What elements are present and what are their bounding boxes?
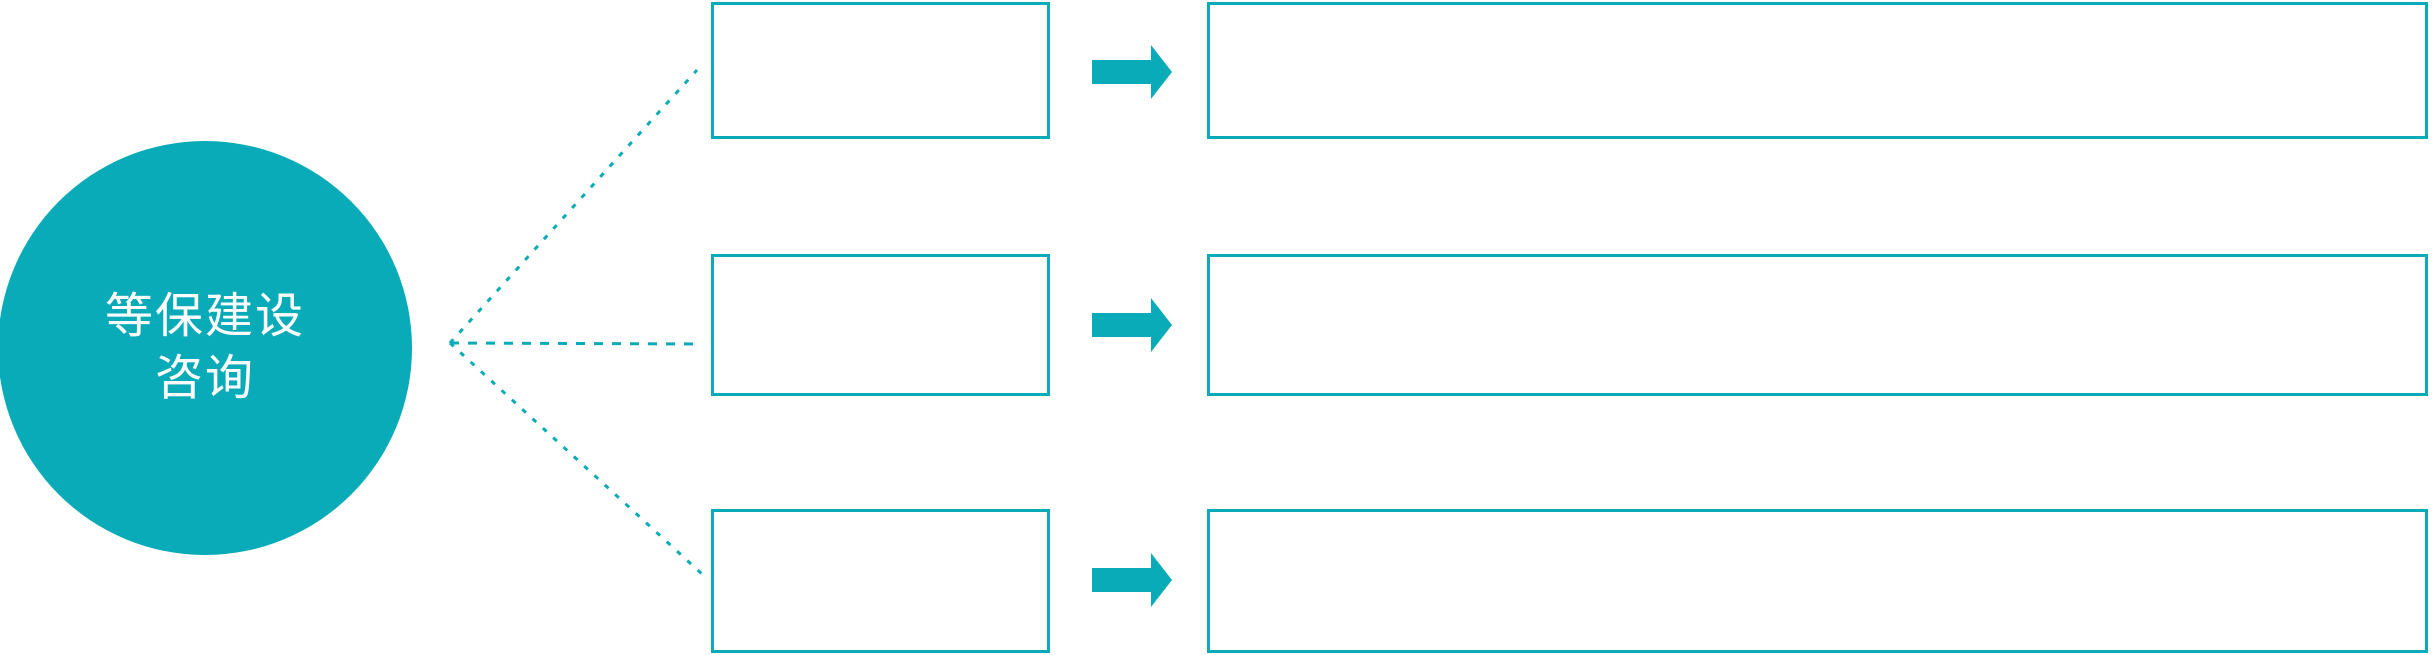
arrow-right-icon — [1092, 294, 1172, 356]
connector-line-2 — [449, 341, 701, 346]
connector-line-3 — [448, 341, 704, 576]
hub-label-line2: 咨询 — [154, 352, 255, 405]
arrow-right-icon — [1092, 41, 1172, 103]
description-box[interactable] — [1207, 254, 2428, 396]
category-box[interactable] — [711, 254, 1050, 396]
arrow-right-icon — [1092, 549, 1172, 611]
category-box[interactable] — [711, 2, 1050, 139]
category-box[interactable] — [711, 509, 1050, 653]
hub-circle[interactable]: 等保建设 咨询 — [0, 141, 412, 555]
description-box[interactable] — [1207, 2, 2428, 139]
connector-line-1 — [448, 68, 699, 345]
hub-label-line1: 等保建设 — [104, 289, 305, 343]
description-box[interactable] — [1207, 509, 2428, 653]
